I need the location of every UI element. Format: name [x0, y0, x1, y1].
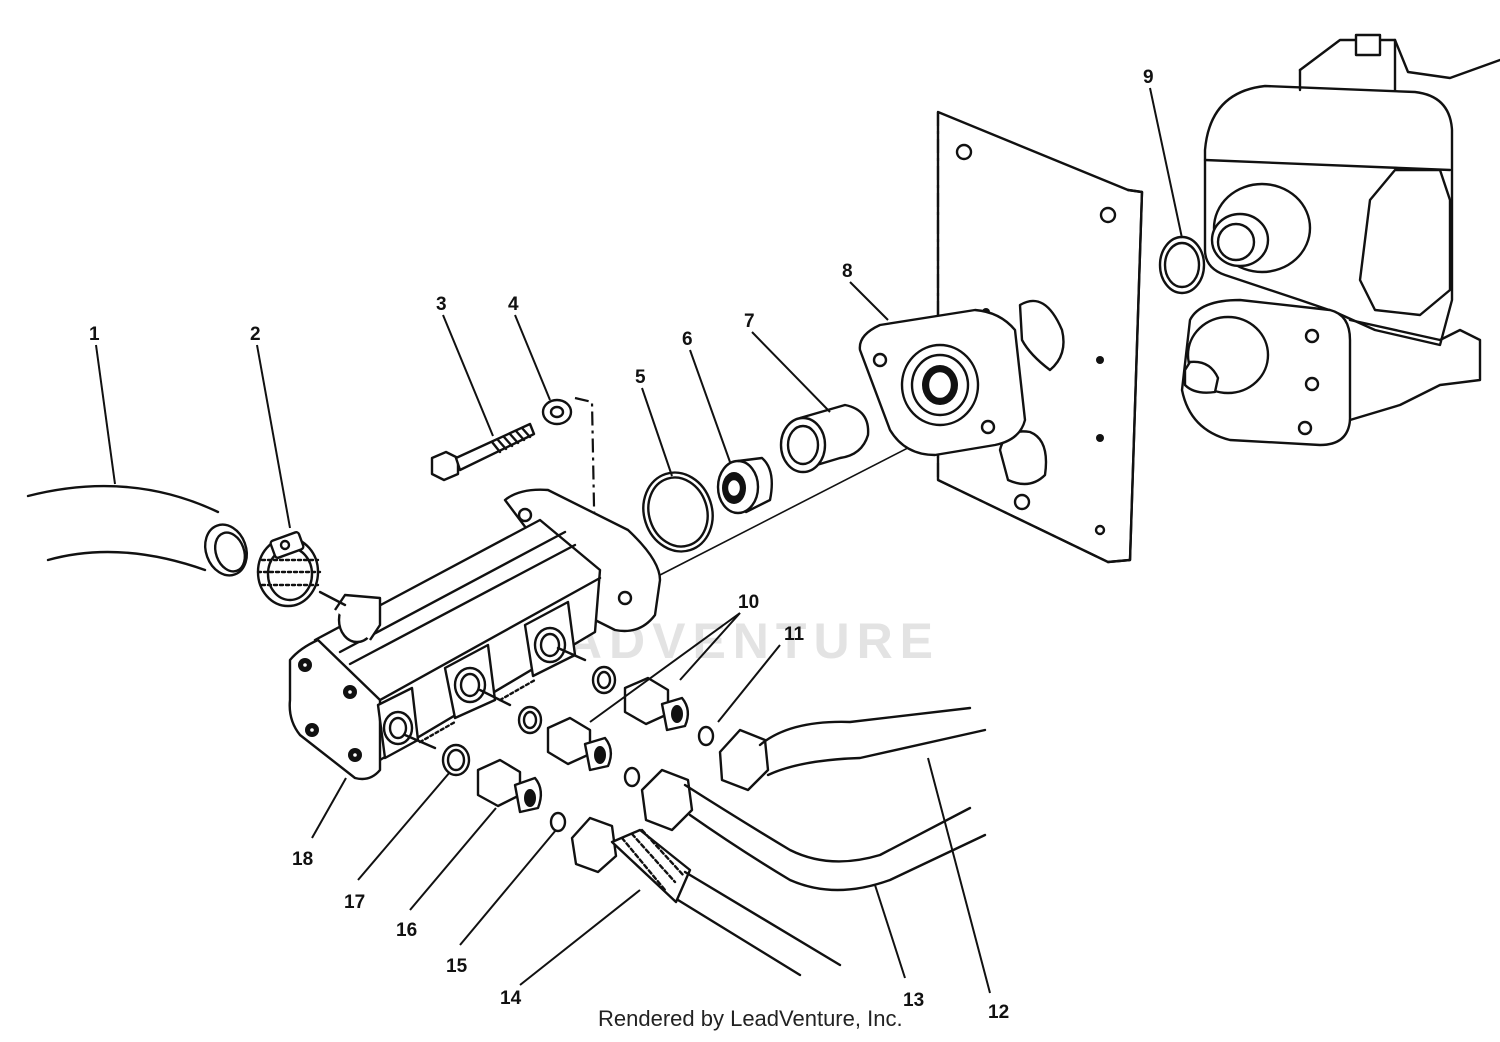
callout-3: 3: [436, 294, 447, 315]
hydraulic-line-13: [640, 768, 987, 892]
hydraulic-hose-14: [570, 816, 842, 977]
fitting-16: [476, 758, 543, 814]
pump-adapter-8: [858, 308, 1027, 457]
bolt-path: [574, 396, 627, 614]
callout-6: 6: [682, 329, 693, 350]
callout-17: 17: [344, 892, 365, 913]
callout-11: 11: [784, 624, 805, 645]
clamp-to-pump-line: [318, 590, 347, 607]
o-ring-mid: [623, 766, 641, 788]
washer-4: [541, 398, 573, 426]
callout-13: 13: [903, 990, 924, 1011]
o-ring-9: [1158, 235, 1206, 295]
callout-10: 10: [738, 592, 759, 613]
fitting-10b: [623, 676, 690, 732]
callout-5: 5: [635, 367, 646, 388]
o-ring-11: [697, 725, 715, 747]
render-credit: Rendered by LeadVenture, Inc.: [598, 1006, 903, 1031]
o-ring-5: [642, 471, 714, 553]
callout-1: 1: [89, 324, 100, 345]
bolt-3: [430, 422, 536, 482]
o-ring-upper-b: [591, 665, 617, 695]
hydraulic-pump-18: [288, 488, 662, 781]
hydraulic-line-12: [718, 706, 987, 792]
hose-1: [26, 484, 248, 577]
callout-12: 12: [988, 1002, 1009, 1023]
callout-8: 8: [842, 261, 853, 282]
callout-9: 9: [1143, 67, 1154, 88]
fitting-10a: [546, 716, 613, 772]
mounting-plate: [936, 110, 1144, 564]
leader-lines: [95, 87, 1183, 994]
bearing-6: [716, 456, 773, 515]
hydrostatic-transmission: [1158, 33, 1500, 447]
callout-15: 15: [446, 956, 468, 977]
callout-7: 7: [744, 311, 755, 332]
o-ring-17: [441, 743, 471, 777]
callout-4: 4: [508, 294, 519, 315]
bushing-7: [779, 403, 870, 474]
callout-14: 14: [500, 988, 522, 1009]
hose-clamp-2: [256, 531, 322, 608]
o-ring-15: [549, 811, 567, 833]
callout-2: 2: [250, 324, 261, 345]
callout-18: 18: [292, 849, 313, 870]
callout-numbers: 1 2 3 4 5 6 7 8 9 10 11 12 13 14 15 16 1…: [89, 67, 1154, 1023]
callout-16: 16: [396, 920, 417, 941]
o-ring-upper-a: [517, 705, 543, 735]
